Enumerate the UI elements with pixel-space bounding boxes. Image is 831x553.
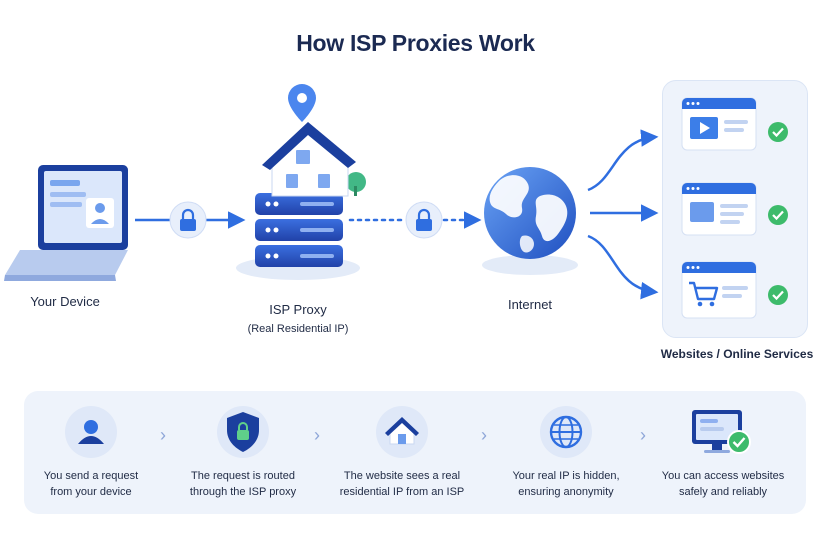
step-icon-circle: [217, 406, 269, 458]
server-stack-icon: [255, 193, 343, 267]
step-text: Your real IP is hidden,ensuring anonymit…: [512, 470, 620, 498]
user-icon: [78, 420, 104, 444]
laptop-icon: [4, 165, 128, 281]
step-icon-circle: [376, 406, 428, 458]
video-site-icon: [681, 97, 757, 151]
article-site-icon: [681, 182, 757, 236]
house-icon: [385, 417, 419, 445]
chevron-right-icon: ›: [640, 425, 646, 445]
lock-icon: [169, 201, 207, 239]
chevron-right-icon: ›: [481, 425, 487, 445]
flow-diagram: [4, 84, 659, 300]
proxy-label: ISP Proxy: [269, 302, 327, 317]
chevron-right-icon: ›: [314, 425, 320, 445]
monitor-check-icon: [692, 410, 751, 454]
diagram-title: How ISP Proxies Work: [296, 30, 535, 56]
step-icon-circle: [65, 406, 117, 458]
device-label: Your Device: [30, 294, 100, 309]
websites-label: Websites / Online Services: [660, 347, 814, 361]
lock-icon: [405, 201, 443, 239]
globe-icon: [484, 167, 576, 259]
step-icon-frame: [688, 406, 752, 458]
step-icon-circle: [540, 406, 592, 458]
website-windows: [681, 97, 788, 319]
check-icon: [768, 205, 788, 225]
shopping-cart-site-icon: [681, 261, 757, 319]
globe-icon: [549, 415, 583, 449]
chevron-right-icon: ›: [160, 425, 166, 445]
check-icon: [768, 285, 788, 305]
internet-label: Internet: [507, 297, 553, 312]
check-icon: [768, 122, 788, 142]
shield-lock-icon: [227, 412, 259, 452]
house-icon: [262, 122, 366, 197]
proxy-sublabel: (Real Residential IP): [247, 323, 349, 335]
location-pin-icon: [288, 84, 316, 122]
